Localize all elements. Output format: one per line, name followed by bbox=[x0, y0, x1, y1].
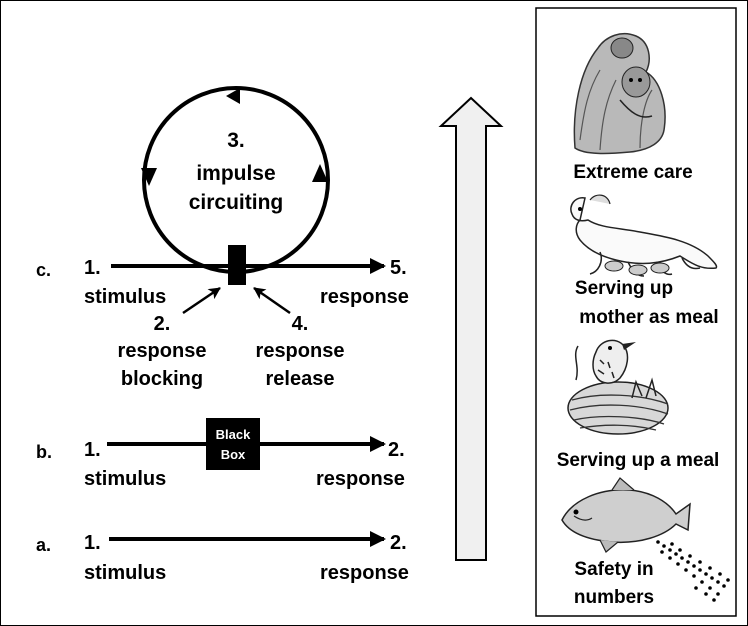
level-a-letter: a. bbox=[36, 535, 51, 555]
level-c-response-label: response bbox=[320, 286, 409, 308]
level-c: c. 1. stimulus 5. response 3. impulse ci… bbox=[36, 86, 409, 390]
level-b-response-number: 2. bbox=[388, 439, 405, 461]
level-a-stimulus-label: stimulus bbox=[84, 562, 166, 584]
bird-nest-icon bbox=[567, 339, 669, 435]
black-box bbox=[206, 418, 260, 470]
example-label-safety-line1: Safety in bbox=[574, 559, 653, 580]
circuit-arrow-top bbox=[226, 88, 240, 104]
blocking-label-line2: blocking bbox=[121, 368, 203, 390]
circuit-label-line1: impulse bbox=[196, 162, 275, 185]
level-a-arrowhead bbox=[370, 531, 386, 547]
level-a: a. 1. stimulus 2. response bbox=[36, 531, 409, 584]
blocking-number: 2. bbox=[154, 313, 171, 335]
example-label-safety-line2: numbers bbox=[574, 587, 654, 608]
release-number: 4. bbox=[292, 313, 309, 335]
circuit-arrow-right bbox=[312, 164, 328, 182]
example-label-mother-meal-line2: mother as meal bbox=[579, 307, 718, 328]
level-b-stimulus-number: 1. bbox=[84, 439, 101, 461]
level-b: b. 1. stimulus Black Box 2. response bbox=[36, 418, 405, 490]
level-b-stimulus-label: stimulus bbox=[84, 468, 166, 490]
level-c-arrowhead bbox=[370, 258, 386, 274]
circuit-label-line2: circuiting bbox=[189, 191, 284, 214]
response-block bbox=[228, 245, 246, 285]
black-box-label-line2: Box bbox=[221, 447, 246, 462]
primate-mother-infant-icon bbox=[573, 32, 666, 155]
level-c-stimulus-number: 1. bbox=[84, 257, 101, 279]
release-label-line2: release bbox=[266, 368, 335, 390]
level-b-arrowhead bbox=[370, 436, 386, 452]
example-label-mother-meal-line1: Serving up bbox=[575, 278, 673, 299]
release-label-line1: response bbox=[256, 340, 345, 362]
circuit-number: 3. bbox=[227, 129, 245, 152]
level-a-response-number: 2. bbox=[390, 532, 407, 554]
level-c-letter: c. bbox=[36, 260, 51, 280]
level-a-stimulus-number: 1. bbox=[84, 532, 101, 554]
evolution-upward-arrow bbox=[438, 96, 504, 561]
circuit-arrow-left bbox=[141, 168, 157, 186]
salmon-eggs-icon bbox=[561, 477, 730, 602]
example-label-extreme-care: Extreme care bbox=[573, 162, 692, 183]
blocking-label-line1: response bbox=[118, 340, 207, 362]
nursing-animal-icon bbox=[570, 194, 718, 277]
level-c-stimulus-label: stimulus bbox=[84, 286, 166, 308]
level-b-response-label: response bbox=[316, 468, 405, 490]
release-pointer-arrow bbox=[253, 286, 291, 315]
black-box-label-line1: Black bbox=[216, 427, 251, 442]
example-label-serving-meal: Serving up a meal bbox=[557, 450, 720, 471]
level-b-letter: b. bbox=[36, 442, 52, 462]
level-c-response-number: 5. bbox=[390, 257, 407, 279]
blocking-pointer-arrow bbox=[182, 286, 221, 315]
level-a-response-label: response bbox=[320, 562, 409, 584]
